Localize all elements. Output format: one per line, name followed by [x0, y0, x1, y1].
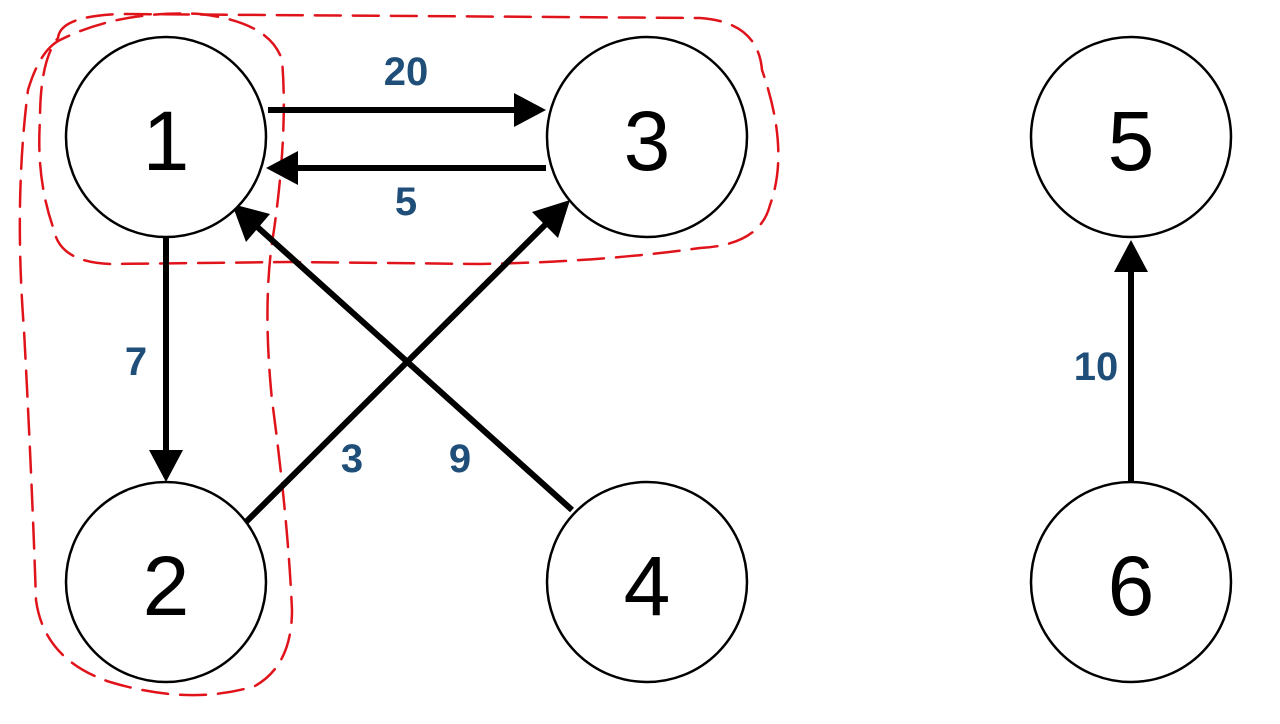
node-2-label: 2 [143, 539, 190, 633]
node-6-circle [1029, 480, 1233, 684]
node-4: 4 [545, 480, 749, 684]
node-4-circle [545, 480, 749, 684]
node-3-circle [545, 35, 749, 239]
nodes: 1 2 3 4 5 6 [64, 35, 1233, 684]
highlight-outlines [18, 12, 780, 697]
node-2: 2 [64, 480, 268, 684]
edge-4-to-1 [251, 221, 575, 513]
edge-weight-1-to-2: 7 [125, 340, 147, 384]
node-1-label: 1 [143, 94, 190, 188]
edge-1-to-2-arrowhead [149, 450, 183, 482]
edge-6-to-5-arrowhead [1114, 240, 1148, 272]
node-5-circle [1029, 35, 1233, 239]
node-1: 1 [64, 35, 268, 239]
edges [149, 93, 1148, 525]
edge-weight-4-to-1: 9 [449, 437, 471, 481]
edge-weights: 20 5 7 3 9 10 [125, 50, 1118, 481]
edge-2-to-3 [243, 217, 553, 525]
node-3: 3 [545, 35, 749, 239]
edge-weight-3-to-1: 5 [395, 180, 417, 224]
node-6-label: 6 [1108, 539, 1155, 633]
group-outline-1-3 [38, 12, 780, 266]
edge-2-to-3-arrowhead [532, 200, 570, 238]
edge-3-to-1-arrowhead [266, 151, 298, 185]
node-5: 5 [1029, 35, 1233, 239]
edge-weight-1-to-3: 20 [384, 50, 429, 94]
node-5-label: 5 [1108, 94, 1155, 188]
edge-weight-2-to-3: 3 [341, 437, 363, 481]
node-6: 6 [1029, 480, 1233, 684]
edge-weight-6-to-5: 10 [1074, 345, 1119, 389]
node-4-label: 4 [624, 539, 671, 633]
node-3-label: 3 [624, 94, 671, 188]
node-2-circle [64, 480, 268, 684]
group-outline-1-2 [18, 12, 294, 697]
node-1-circle [64, 35, 268, 239]
edge-1-to-3-arrowhead [514, 93, 546, 127]
edge-4-to-1-arrowhead [232, 204, 270, 242]
